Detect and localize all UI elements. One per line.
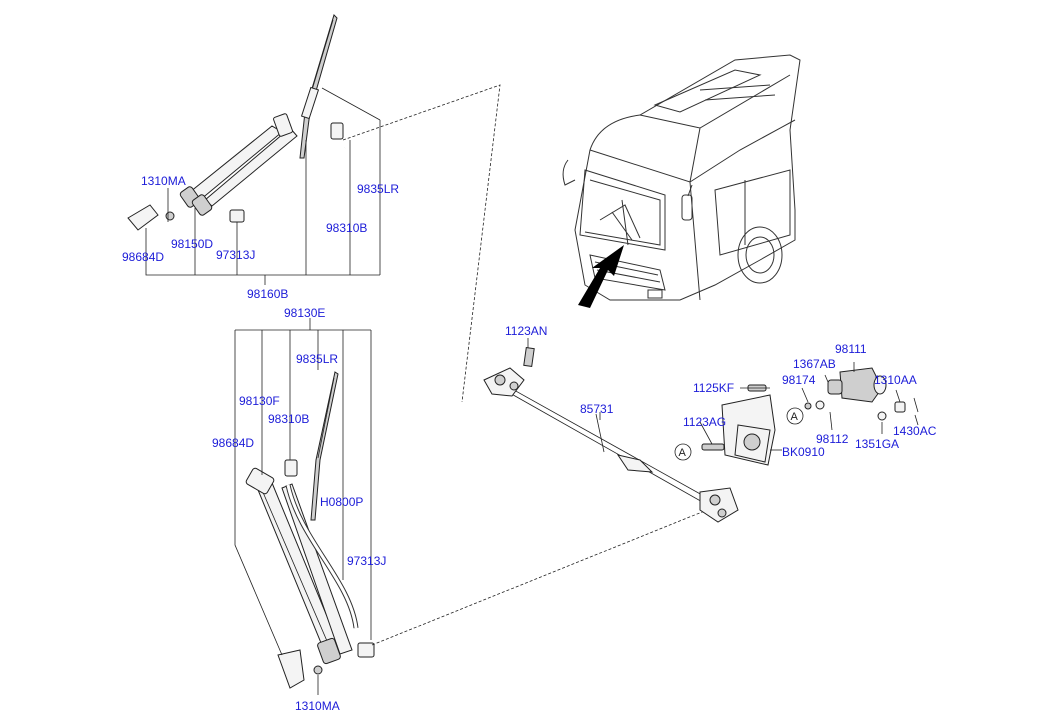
bus-illustration (562, 54, 801, 308)
label-98130F: 98130F (239, 394, 280, 408)
label-1430AC: 1430AC (893, 424, 937, 438)
label-1310MA-top: 1310MA (141, 174, 186, 188)
part-labels: 1310MA 98684D 98150D 97313J 98310B 9835L… (122, 174, 937, 713)
wiper-linkage: A A (483, 338, 919, 523)
callout-a-motor (786, 407, 804, 425)
label-97313J-top: 97313J (216, 248, 255, 262)
label-9835LR-top: 9835LR (357, 182, 399, 196)
label-98130E: 98130E (284, 306, 325, 320)
label-98160B: 98160B (247, 287, 288, 301)
label-1123AN: 1123AN (505, 324, 547, 338)
callout-a-motor-text: A (791, 411, 799, 423)
label-97313J-bot: 97313J (347, 554, 386, 568)
label-H0800P: H0800P (320, 495, 363, 509)
label-1310AA: 1310AA (874, 373, 917, 387)
label-9835LR-bot: 9835LR (296, 352, 338, 366)
label-98684D-top: 98684D (122, 250, 164, 264)
label-98174: 98174 (782, 373, 816, 387)
top-leader-lines (145, 84, 501, 403)
callout-a-linkage (674, 443, 692, 461)
label-85731: 85731 (580, 402, 614, 416)
callout-a-linkage-text: A (679, 447, 687, 459)
top-wiper-assembly (127, 14, 347, 231)
bottom-wiper-assembly (245, 371, 375, 689)
label-98684D-bot: 98684D (212, 436, 254, 450)
label-BK0910: BK0910 (782, 445, 825, 459)
label-98111: 98111 (835, 342, 867, 356)
bottom-leader-lines (234, 318, 713, 695)
label-1125KF: 1125KF (693, 381, 734, 395)
label-98112: 98112 (816, 432, 849, 446)
label-1367AB: 1367AB (793, 357, 836, 371)
label-98310B-top: 98310B (326, 221, 367, 235)
label-98310B-bot: 98310B (268, 412, 309, 426)
label-1123AG: 1123AG (683, 415, 726, 429)
location-arrow (578, 245, 624, 308)
label-98150D: 98150D (171, 237, 213, 251)
label-1351GA: 1351GA (855, 437, 899, 451)
label-1310MA-bot: 1310MA (295, 699, 340, 713)
